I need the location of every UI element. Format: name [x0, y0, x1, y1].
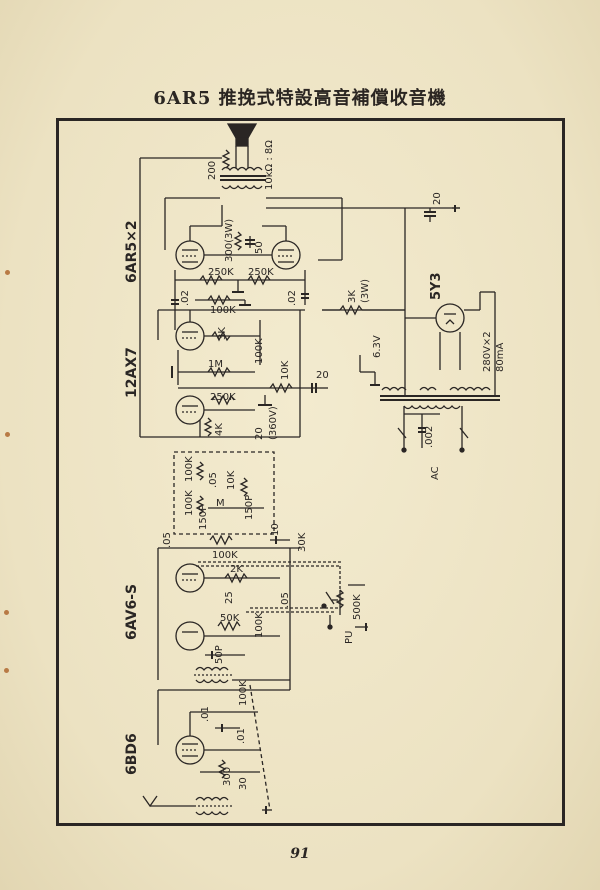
resistor-250k-c-label: 250K — [210, 392, 236, 403]
resistor-1m-label: 1M — [208, 359, 223, 370]
cap-02-b-label: .02 — [287, 290, 298, 306]
resistor-10k-a-label: 10K — [280, 360, 291, 380]
cap-002-label: .002 — [424, 426, 435, 448]
cap-25-label: 25 — [224, 591, 235, 604]
cap-20-b-label: 20 — [432, 192, 443, 205]
cap-05-a-label: .05 — [208, 472, 219, 488]
resistor-100k-b-label: 100K — [254, 338, 265, 364]
cap-10-label: 10 — [270, 523, 281, 536]
cap-50-label: 50 — [254, 241, 265, 254]
tube-label-5y3: 5Y3 — [429, 272, 444, 300]
resistor-200-label: 200 — [207, 161, 218, 180]
resistor-250k-b-label: 250K — [248, 267, 274, 278]
tube-6ar5-b — [271, 240, 301, 270]
schematic-frame — [56, 118, 565, 826]
cap-05-c-label: .05 — [280, 592, 291, 608]
resistor-30k-label: 30K — [297, 532, 308, 552]
resistor-4k-label: 4K — [214, 423, 225, 436]
resistor-100k-c-label: 100K — [184, 456, 195, 482]
cap-02-a-label: .02 — [180, 290, 191, 306]
volume-500k-label: 500K — [352, 594, 363, 620]
resistor-100k-g-label: 100K — [238, 680, 249, 706]
resistor-100k-e-label: 100K — [212, 550, 238, 561]
resistor-30-label: 30 — [238, 777, 249, 790]
resistor-250k-a-label: 250K — [208, 267, 234, 278]
antenna-coil — [194, 796, 232, 816]
resistor-3w-label: (3W) — [360, 279, 371, 303]
binding-hole — [4, 610, 9, 615]
if-transformer — [194, 666, 232, 684]
resistor-3k-3w-label: 3K — [347, 290, 358, 303]
cap-20-a-label: 20 — [316, 370, 329, 381]
tube-6bd6 — [175, 735, 205, 765]
resistor-100k-d-label: 100K — [184, 490, 195, 516]
resistor-10k-b-label: 10K — [226, 470, 237, 490]
heater-6-3v-label: 6.3V — [372, 335, 383, 358]
binding-hole — [4, 668, 9, 673]
tube-6av6 — [175, 563, 205, 593]
tube-5y3 — [435, 303, 465, 333]
pickup-label: PU — [344, 631, 355, 644]
pt-280v-label: 280V×2 — [482, 331, 493, 372]
cap-05-b-label: .05 — [162, 532, 173, 548]
cap-01-b-label: .01 — [236, 728, 247, 744]
cap-150p-a-label: 150P — [198, 505, 209, 530]
ac-label: AC — [430, 466, 441, 480]
pt-80ma-label: 80mA — [495, 343, 506, 372]
binding-hole — [5, 270, 10, 275]
page-title: 6AR5 推挽式特設高音補償收音機 — [153, 88, 447, 109]
resistor-50k-label: 50K — [220, 613, 240, 624]
resistor-100k-f-label: 100K — [254, 612, 265, 638]
power-transformer — [380, 386, 500, 410]
binding-hole — [5, 432, 10, 437]
cap-20-360v-label: 20 — [254, 427, 265, 440]
resistor-m-label: M — [216, 498, 225, 509]
tube-12ax7-a — [175, 321, 205, 351]
page-number: 91 — [290, 846, 310, 862]
cap-01-a-label: .01 — [200, 706, 211, 722]
tube-6av6-diode — [175, 621, 205, 651]
speaker-icon — [226, 123, 258, 147]
resistor-2k-label: 2K — [230, 564, 243, 575]
cap-360v-label: (360V) — [268, 406, 279, 440]
antenna-icon — [142, 795, 158, 808]
output-transformer — [220, 166, 266, 190]
tube-12ax7-b — [175, 395, 205, 425]
speaker-transformer-label: 10kΩ : 8Ω — [264, 140, 275, 190]
resistor-300-label: 300 — [222, 767, 233, 786]
resistor-300-3w-label: 300(3W) — [224, 219, 235, 262]
tube-6ar5-a — [175, 240, 205, 270]
